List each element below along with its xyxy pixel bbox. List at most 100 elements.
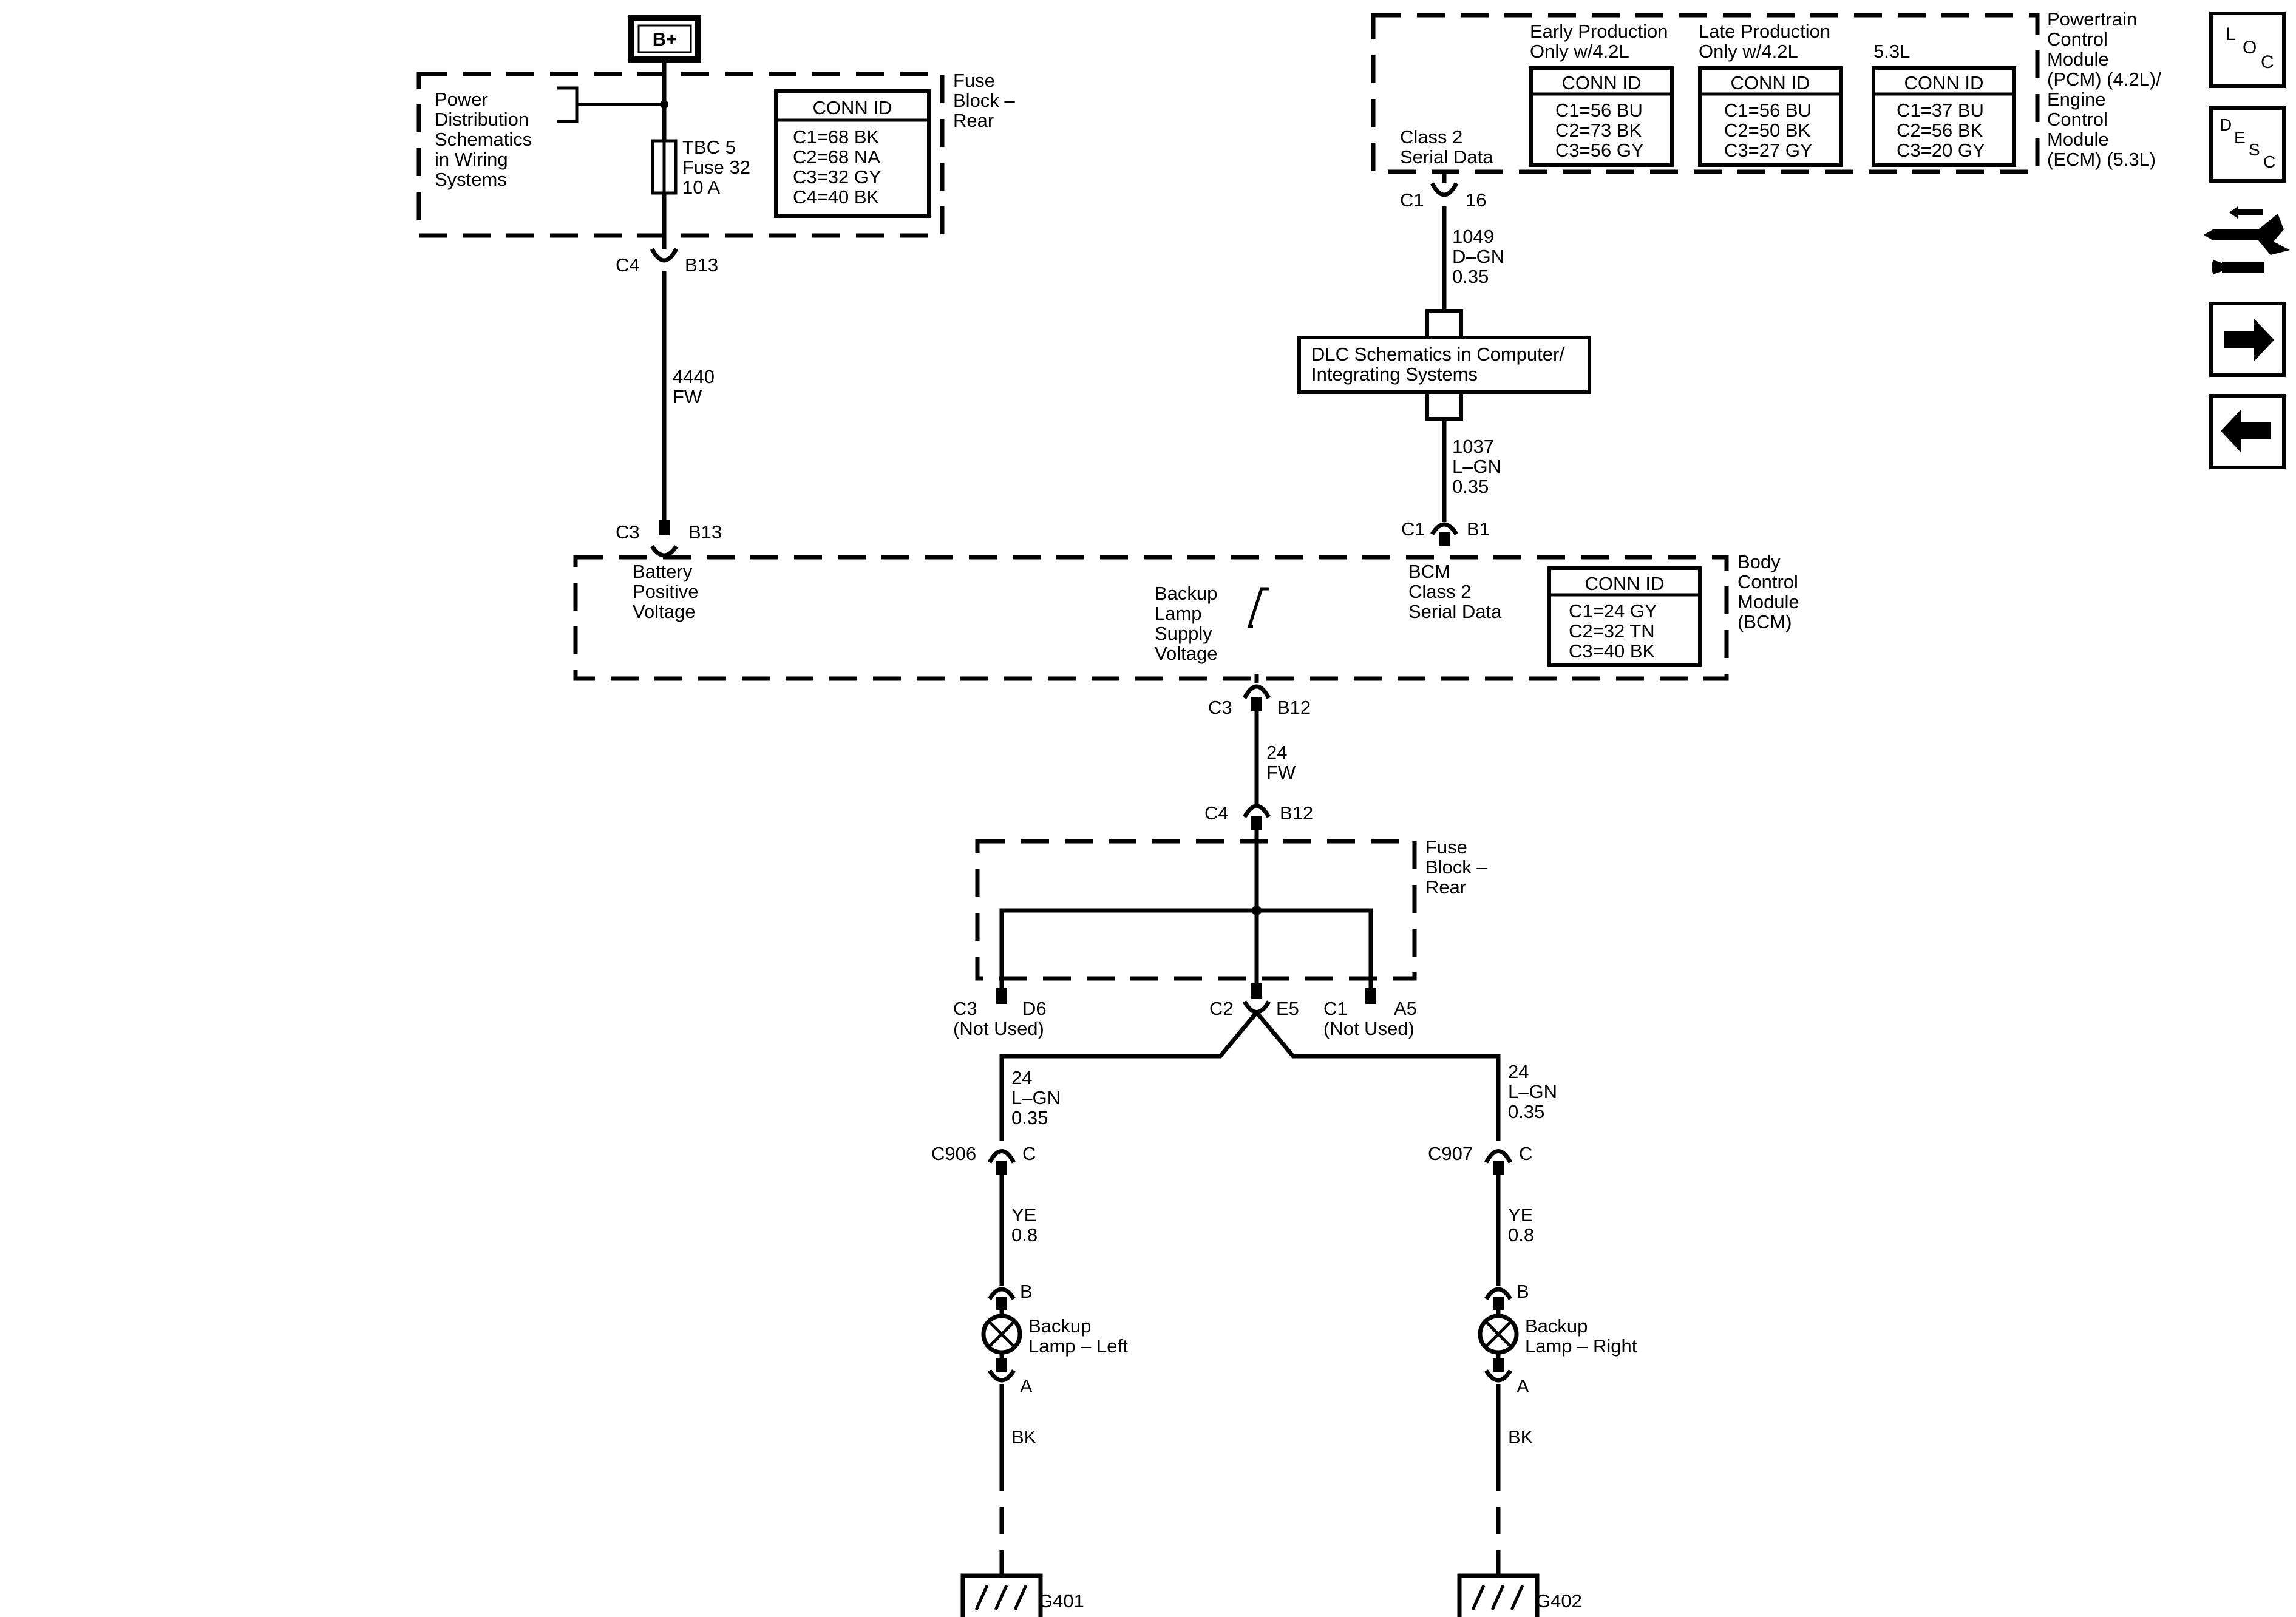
- power-dist-ref-2: Distribution: [435, 109, 529, 130]
- fuse-top-conn-row: C3=32 GY: [793, 166, 881, 188]
- pcm-table-row: C2=73 BK: [1555, 120, 1642, 141]
- pcm-table-caption: Early Production: [1530, 21, 1668, 42]
- pcm-table-row: C1=56 BU: [1555, 100, 1643, 121]
- bcm-name: Module: [1737, 591, 1799, 612]
- bcm-table-row: C2=32 TN: [1569, 620, 1655, 642]
- fuse-top-conn-header: CONN ID: [813, 97, 892, 118]
- connector-label: C906: [931, 1143, 976, 1164]
- loc-button[interactable]: L O C: [2209, 12, 2286, 88]
- next-button[interactable]: [2209, 302, 2286, 377]
- fuse-top-conn-row: C2=68 NA: [793, 146, 880, 168]
- pcm-name-line: (PCM) (4.2L)/: [2047, 69, 2161, 90]
- desc-button[interactable]: D E S C: [2209, 106, 2286, 183]
- pcm-table-caption: Only w/4.2L: [1530, 41, 1629, 62]
- wire-label: 0.35: [1452, 476, 1489, 497]
- loc-letter: C: [2261, 52, 2274, 72]
- desc-letter: E: [2234, 128, 2246, 147]
- connector-label: A5: [1394, 998, 1417, 1019]
- connector-label: B: [1020, 1281, 1033, 1302]
- pcm-name-line: Module: [2047, 49, 2109, 70]
- dlc-schematics-box[interactable]: DLC Schematics in Computer/ Integrating …: [1297, 309, 1591, 421]
- wire-label: D–GN: [1452, 246, 1504, 267]
- pcm-ecm-module: Powertrain Control Module (PCM) (4.2L)/ …: [1371, 8, 2161, 174]
- desc-letter: D: [2220, 115, 2232, 134]
- connector-tool-button[interactable]: [2204, 206, 2290, 274]
- lamp-label: Lamp – Right: [1525, 1335, 1637, 1357]
- back-button[interactable]: [2209, 394, 2286, 469]
- power-dist-ref-5: Systems: [435, 169, 507, 190]
- fuse-label-1: TBC 5: [682, 137, 736, 158]
- wire-label: 0.35: [1011, 1107, 1048, 1128]
- bcm-serial-label: Serial Data: [1408, 601, 1502, 622]
- pcm-table-header: CONN ID: [1562, 72, 1642, 93]
- wire-label: FW: [673, 386, 702, 407]
- fuse-top-conn-row: C4=40 BK: [793, 186, 880, 208]
- fuse-block-top-conn-table: [774, 89, 931, 218]
- pcm-table-header: CONN ID: [1731, 72, 1810, 93]
- bcm-battery-label: Voltage: [633, 601, 695, 622]
- fuse-label-3: 10 A: [682, 177, 720, 198]
- connector-label: C1: [1323, 998, 1348, 1019]
- connector-label: B12: [1277, 697, 1311, 718]
- wire-label: 1049: [1452, 226, 1494, 247]
- lamp-label: Backup: [1525, 1315, 1588, 1337]
- wire-label: 0.8: [1508, 1224, 1534, 1246]
- ground-icon: [1457, 1573, 1540, 1617]
- loc-letter: L: [2226, 24, 2236, 44]
- fuse-block-top-name-1: Fuse: [953, 70, 995, 91]
- connector-c1-a5: C1 A5 (Not Used): [1323, 998, 1417, 1039]
- connector-label: C4: [616, 254, 640, 276]
- pcm-table-row: C3=27 GY: [1724, 140, 1813, 161]
- fuse-block-bottom-name: Block –: [1425, 856, 1487, 878]
- ground-label: G402: [1536, 1590, 1582, 1612]
- ground-g401: G401: [960, 1573, 1084, 1617]
- loc-letter: O: [2243, 38, 2257, 58]
- bcm-table-row: C3=40 BK: [1569, 640, 1656, 662]
- pcm-name-line: Control: [2047, 29, 2108, 50]
- connector-label: E5: [1276, 998, 1299, 1019]
- pcm-table-header: CONN ID: [1904, 72, 1984, 93]
- wire-label: L–GN: [1452, 456, 1501, 477]
- pcm-conn-table-53l: [1872, 66, 2016, 167]
- connector-c1-b1: C1 B1: [1401, 518, 1490, 546]
- wire-label: 0.35: [1508, 1101, 1544, 1122]
- connector-label: C907: [1428, 1143, 1473, 1164]
- wire-label: L–GN: [1011, 1087, 1061, 1108]
- wire-label: 24: [1011, 1067, 1032, 1088]
- pcm-table-row: C2=50 BK: [1724, 120, 1811, 141]
- connector-label: A: [1517, 1375, 1529, 1397]
- fuse-block-bottom-name: Rear: [1425, 876, 1466, 898]
- wire-label: BK: [1508, 1426, 1533, 1448]
- connector-label: 16: [1466, 189, 1486, 211]
- connector-label: C: [1022, 1143, 1036, 1164]
- connector-label: B12: [1280, 802, 1313, 824]
- desc-letter: C: [2263, 152, 2275, 171]
- wire-label: FW: [1266, 762, 1296, 783]
- connector-c4-b13: C4 B13: [616, 248, 718, 276]
- connector-c1-16: C1 16: [1400, 182, 1486, 211]
- connector-label: B1: [1467, 518, 1490, 540]
- backup-lamp-left: B A Backup Lamp – Left: [981, 1281, 1128, 1397]
- bcm-serial-label: Class 2: [1408, 581, 1471, 602]
- wire-label: YE: [1011, 1204, 1036, 1225]
- wire-label: BK: [1011, 1426, 1037, 1448]
- bcm-table-header: CONN ID: [1585, 573, 1665, 594]
- pcm-signal-label: Class 2: [1400, 126, 1462, 147]
- connector-c3-d6: C3 D6 (Not Used): [953, 998, 1047, 1039]
- pcm-table-caption: Only w/4.2L: [1699, 41, 1798, 62]
- bcm-backup-label: Backup: [1155, 583, 1217, 604]
- connector-c3-b12: C3 B12: [1208, 684, 1311, 718]
- connector-c4-b12: C4 B12: [1204, 802, 1313, 830]
- wire-label: 1037: [1452, 436, 1494, 457]
- bcm-name: (BCM): [1737, 611, 1792, 632]
- fuse-block-rear-top: Fuse Block – Rear Power Distribution Sch…: [416, 70, 1015, 238]
- bcm-conn-table: [1547, 566, 1702, 667]
- power-dist-ref-4: in Wiring: [435, 149, 508, 170]
- connector-c2-e5: C2 E5: [1209, 998, 1299, 1019]
- power-dist-ref-1: Power: [435, 89, 488, 110]
- wire-label: 4440: [673, 366, 715, 387]
- connector-label: C4: [1204, 802, 1229, 824]
- pcm-conn-table-early: [1529, 66, 1674, 167]
- fuse-block-bottom-name: Fuse: [1425, 836, 1467, 858]
